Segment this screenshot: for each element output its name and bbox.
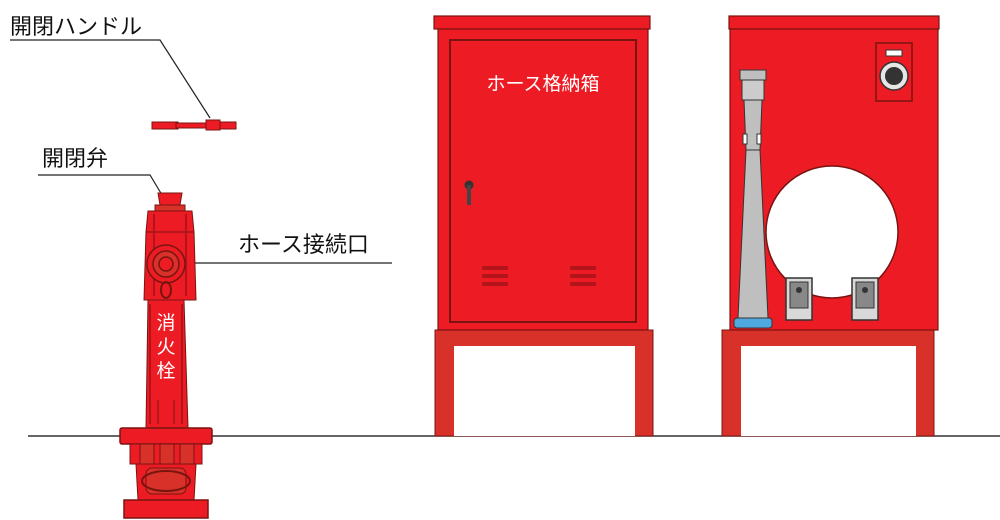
hose-outlet-label: ホース接続口: [238, 233, 369, 258]
hydrant-char-2: 火: [156, 336, 175, 358]
valve-cap-icon: [157, 192, 183, 206]
hose-clamp-icon: [785, 277, 813, 321]
hydrant-char-3: 栓: [156, 360, 175, 382]
valve-label: 開閉弁: [42, 147, 108, 172]
hose-clamp-icon: [851, 277, 879, 321]
hydrant-char-1: 消: [156, 312, 175, 334]
vent-icon: [570, 266, 596, 286]
handle-leader-line: [10, 39, 211, 119]
hydrant-flange: [119, 427, 213, 445]
hose-cabinet-open: [721, 15, 940, 437]
handle-icon: [151, 119, 237, 131]
hose-cabinet-closed: ホース格納箱: [433, 15, 654, 437]
nozzle-icon: [733, 69, 773, 329]
chain-icon: [160, 281, 172, 299]
hose-reel-icon: [765, 165, 899, 299]
door-handle-icon: [464, 180, 474, 205]
pressure-gauge-icon: [875, 42, 913, 102]
cabinet-label: ホース格納箱: [486, 73, 599, 95]
hydrant: 消 火 栓: [119, 192, 213, 519]
vent-icon: [482, 266, 508, 286]
valve-leader-line: [38, 174, 166, 201]
handle-label: 開閉ハンドル: [10, 15, 142, 40]
cabinet-door: [449, 39, 637, 323]
hose-outlet-icon: [146, 244, 186, 284]
